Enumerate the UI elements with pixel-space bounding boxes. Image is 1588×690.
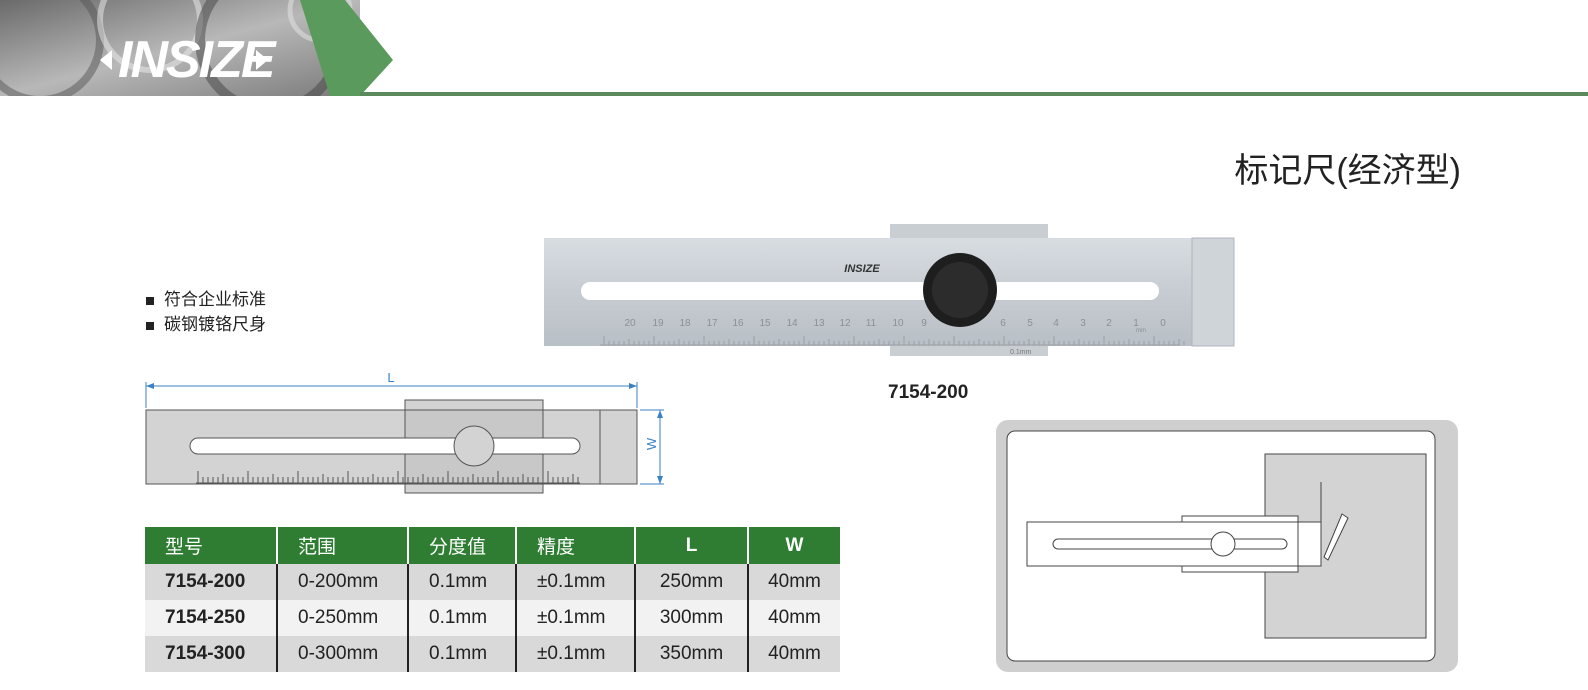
scale-number: 6 bbox=[1000, 318, 1006, 329]
feature-item: 符合企业标准 bbox=[146, 288, 266, 313]
vernier-label: 0.1mm bbox=[1010, 349, 1032, 356]
bullet-icon bbox=[146, 296, 154, 305]
scale-number: 14 bbox=[786, 318, 798, 329]
header-accuracy: 精度 bbox=[516, 527, 636, 564]
table-header-row: 型号 范围 分度值 精度 L W bbox=[145, 527, 840, 564]
cell-resolution: 0.1mm bbox=[408, 564, 517, 600]
scale-number: 15 bbox=[759, 318, 771, 329]
cell-range: 0-300mm bbox=[277, 636, 409, 672]
scale-number: 16 bbox=[732, 318, 744, 329]
diagram-scale bbox=[197, 471, 579, 483]
cell-model: 7154-250 bbox=[145, 600, 278, 636]
cell-model: 7154-200 bbox=[145, 564, 278, 600]
header-banner: INSIZE bbox=[0, 0, 400, 96]
cell-accuracy: ±0.1mm bbox=[516, 600, 636, 636]
scale-number: 19 bbox=[652, 318, 664, 329]
cell-resolution: 0.1mm bbox=[408, 600, 517, 636]
cell-resolution: 0.1mm bbox=[408, 636, 517, 672]
scale-number: 2 bbox=[1106, 318, 1112, 329]
table-row: 7154-200 0-200mm 0.1mm ±0.1mm 250mm 40mm bbox=[145, 564, 840, 600]
insize-logo: INSIZE bbox=[118, 31, 276, 89]
cell-accuracy: ±0.1mm bbox=[516, 636, 636, 672]
spec-table: 型号 范围 分度值 精度 L W 7154-200 0-200mm 0.1mm … bbox=[145, 527, 840, 672]
scale-unit: mm bbox=[1136, 328, 1146, 334]
scale-number: 10 bbox=[892, 318, 904, 329]
width-label: W bbox=[644, 437, 659, 450]
dimension-diagram: L W bbox=[140, 368, 670, 503]
scale-number: 1 bbox=[1133, 318, 1139, 329]
feature-list: 符合企业标准 碳钢镀铬尺身 bbox=[146, 288, 266, 338]
scale-number: 12 bbox=[839, 318, 851, 329]
scale-number: 20 bbox=[624, 318, 636, 329]
cell-width: 40mm bbox=[748, 600, 840, 636]
photo-logo: INSIZE bbox=[844, 263, 880, 275]
feature-item: 碳钢镀铬尺身 bbox=[146, 313, 266, 338]
length-label: L bbox=[387, 370, 394, 385]
scale-number: 9 bbox=[921, 318, 927, 329]
cell-range: 0-250mm bbox=[277, 600, 409, 636]
usage-drawing bbox=[996, 420, 1458, 672]
header-range: 范围 bbox=[277, 527, 409, 564]
scale-number: 5 bbox=[1027, 318, 1033, 329]
header-resolution: 分度值 bbox=[408, 527, 517, 564]
page-title: 标记尺(经济型) bbox=[1234, 152, 1461, 190]
diagram-drawing: L W bbox=[145, 370, 664, 494]
cell-model: 7154-300 bbox=[145, 636, 278, 672]
cell-length: 300mm bbox=[635, 600, 749, 636]
scale-number: 0 bbox=[1160, 318, 1166, 329]
photo-model-label: 7154-200 bbox=[888, 382, 969, 403]
scale-number: 4 bbox=[1053, 318, 1059, 329]
header-model: 型号 bbox=[145, 527, 278, 564]
scale-number: 13 bbox=[813, 318, 825, 329]
bullet-icon bbox=[146, 321, 154, 330]
scale-number: 3 bbox=[1080, 318, 1086, 329]
table-row: 7154-300 0-300mm 0.1mm ±0.1mm 350mm 40mm bbox=[145, 636, 840, 672]
cell-width: 40mm bbox=[748, 564, 840, 600]
cell-accuracy: ±0.1mm bbox=[516, 564, 636, 600]
header-width: W bbox=[748, 527, 840, 564]
header-divider bbox=[360, 92, 1588, 96]
table-row: 7154-250 0-250mm 0.1mm ±0.1mm 300mm 40mm bbox=[145, 600, 840, 636]
header-length: L bbox=[635, 527, 749, 564]
cell-length: 350mm bbox=[635, 636, 749, 672]
scale-number: 11 bbox=[866, 318, 877, 329]
cell-length: 250mm bbox=[635, 564, 749, 600]
banner-graphic bbox=[0, 0, 393, 96]
cell-range: 0-200mm bbox=[277, 564, 409, 600]
scale-number: 17 bbox=[706, 318, 718, 329]
scale-number: 18 bbox=[679, 318, 691, 329]
cell-width: 40mm bbox=[748, 636, 840, 672]
usage-illustration bbox=[996, 420, 1460, 679]
